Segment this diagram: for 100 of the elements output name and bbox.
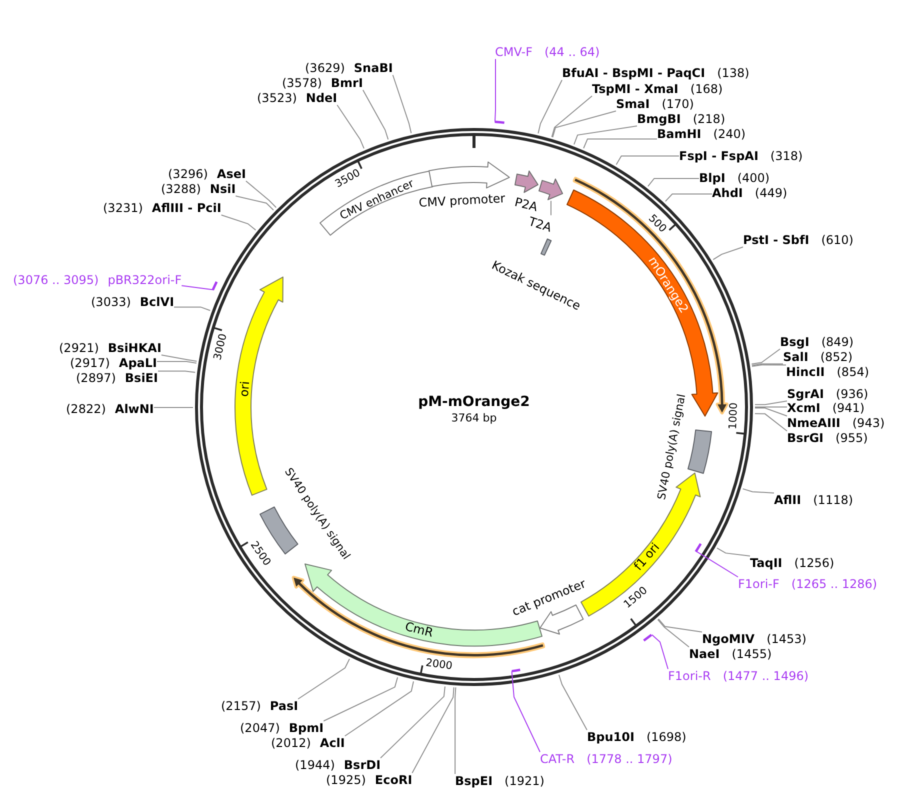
- leader-line: [380, 686, 446, 758]
- enzyme-name: ApaLI: [118, 356, 157, 370]
- enzyme-name: NgoMIV: [702, 632, 755, 646]
- leader-line: [583, 138, 658, 149]
- primer-position: (44 .. 64): [544, 45, 600, 59]
- cut-position: (2047): [240, 721, 280, 735]
- cut-position: (1925): [326, 773, 366, 787]
- primer-position: (1778 .. 1797): [586, 752, 672, 766]
- enzyme-name: BclVI: [140, 295, 174, 309]
- enzyme-name: PstI - SbfI: [743, 233, 810, 247]
- cut-position: (2917): [70, 356, 110, 370]
- leader-line: [574, 126, 638, 145]
- leader-line: [392, 74, 412, 134]
- enzyme-name: NmeAIII: [787, 416, 840, 430]
- feature-label: ori: [238, 380, 252, 398]
- enzyme-name: AflII: [774, 493, 802, 507]
- enzyme-name: SalI: [783, 350, 808, 364]
- tick-label: 2000: [425, 657, 454, 672]
- enzyme-name: Bpu10I: [587, 730, 634, 744]
- cut-position: (3033): [91, 295, 131, 309]
- enzyme-name: BlpI: [699, 171, 726, 185]
- enzyme-name: AseI: [216, 167, 246, 181]
- cut-position: (955): [836, 431, 868, 445]
- enzyme-name: BpmI: [288, 721, 324, 735]
- leader-line: [754, 407, 788, 416]
- leader-line: [511, 670, 540, 752]
- cut-position: (852): [820, 350, 853, 364]
- leader-line: [664, 193, 712, 202]
- leader-line: [181, 285, 214, 290]
- primer-position: (1265 .. 1286): [791, 577, 878, 591]
- primer-name: pBR322ori-F: [108, 273, 182, 287]
- cut-position: (854): [836, 365, 870, 379]
- enzyme-name: XcmI: [787, 401, 820, 415]
- leader-line: [751, 348, 780, 365]
- enzyme-name: SmaI: [616, 97, 650, 111]
- cut-position: (2012): [271, 736, 311, 750]
- cut-position: (449): [754, 186, 788, 200]
- leader-line: [362, 90, 389, 140]
- enzyme-name: BsrGI: [787, 431, 824, 445]
- enzyme-name: BamHI: [657, 127, 702, 141]
- enzyme-name: AflIII - PciI: [152, 201, 222, 215]
- cut-position: (3231): [103, 201, 143, 215]
- leader-line: [298, 658, 350, 700]
- leader-line: [616, 156, 680, 166]
- enzyme-name: SnaBI: [354, 61, 393, 75]
- primer-position: (1477 .. 1496): [722, 669, 809, 683]
- leader-line: [754, 413, 788, 432]
- leader-line: [538, 80, 562, 134]
- leader-line: [712, 246, 744, 260]
- tick-label: 3000: [212, 332, 230, 362]
- cut-position: (318): [770, 149, 803, 163]
- cut-position: (2897): [76, 371, 116, 385]
- tick-label: 500: [646, 212, 668, 235]
- primer-name: F1ori-F: [738, 577, 780, 591]
- leader-line: [550, 200, 552, 216]
- leader-line: [157, 370, 196, 373]
- cut-position: (1453): [766, 632, 806, 646]
- enzyme-name: BspEI: [455, 774, 493, 788]
- enzyme-name: TspMI - XmaI: [592, 82, 678, 96]
- enzyme-name: NsiI: [210, 182, 236, 196]
- cut-position: (1118): [813, 493, 854, 507]
- cut-position: (3629): [305, 61, 345, 75]
- enzyme-name: AlwNI: [114, 402, 154, 416]
- cut-position: (1455): [732, 647, 772, 661]
- enzyme-name: NaeI: [689, 647, 720, 661]
- cut-position: (168): [690, 82, 723, 96]
- primer-name: CMV-F: [495, 45, 532, 59]
- leader-line: [716, 548, 750, 556]
- leader-line: [235, 196, 274, 211]
- leader-line: [742, 488, 774, 494]
- leader-line: [551, 96, 592, 138]
- enzyme-name: BsrDI: [344, 758, 381, 772]
- enzyme-name: FspI - FspAI: [679, 149, 758, 163]
- feature-label: P2A: [513, 196, 539, 214]
- leader-line: [245, 180, 277, 208]
- cut-position: (3288): [161, 182, 201, 196]
- enzyme-name: EcoRI: [374, 773, 412, 787]
- cut-position: (3296): [168, 167, 208, 181]
- feature-label: f1 ori: [632, 540, 662, 574]
- feature-label: CMV promoter: [418, 192, 506, 210]
- tick-label: 1000: [728, 402, 740, 430]
- cut-position: (849): [821, 335, 854, 349]
- cut-position: (1944): [295, 758, 335, 772]
- cut-position: (170): [662, 97, 694, 111]
- leader-line: [336, 104, 364, 149]
- cut-position: (1256): [794, 556, 834, 570]
- feature-label: SV40 poly(A) signal: [656, 393, 688, 501]
- cut-position: (3523): [257, 91, 297, 105]
- primer-name: F1ori-R: [668, 669, 711, 683]
- enzyme-name: AclI: [320, 736, 345, 750]
- feature-label: T2A: [526, 215, 554, 235]
- leader-line: [160, 354, 198, 362]
- enzyme-name: BmrI: [330, 76, 363, 90]
- leader-line: [558, 674, 588, 730]
- leader-line: [220, 214, 256, 231]
- leader-line: [658, 618, 702, 632]
- plasmid-name: pM-mOrange2: [418, 394, 530, 410]
- cut-position: (941): [832, 401, 865, 415]
- enzyme-name: BsiEI: [124, 371, 158, 385]
- leader-line: [754, 406, 788, 408]
